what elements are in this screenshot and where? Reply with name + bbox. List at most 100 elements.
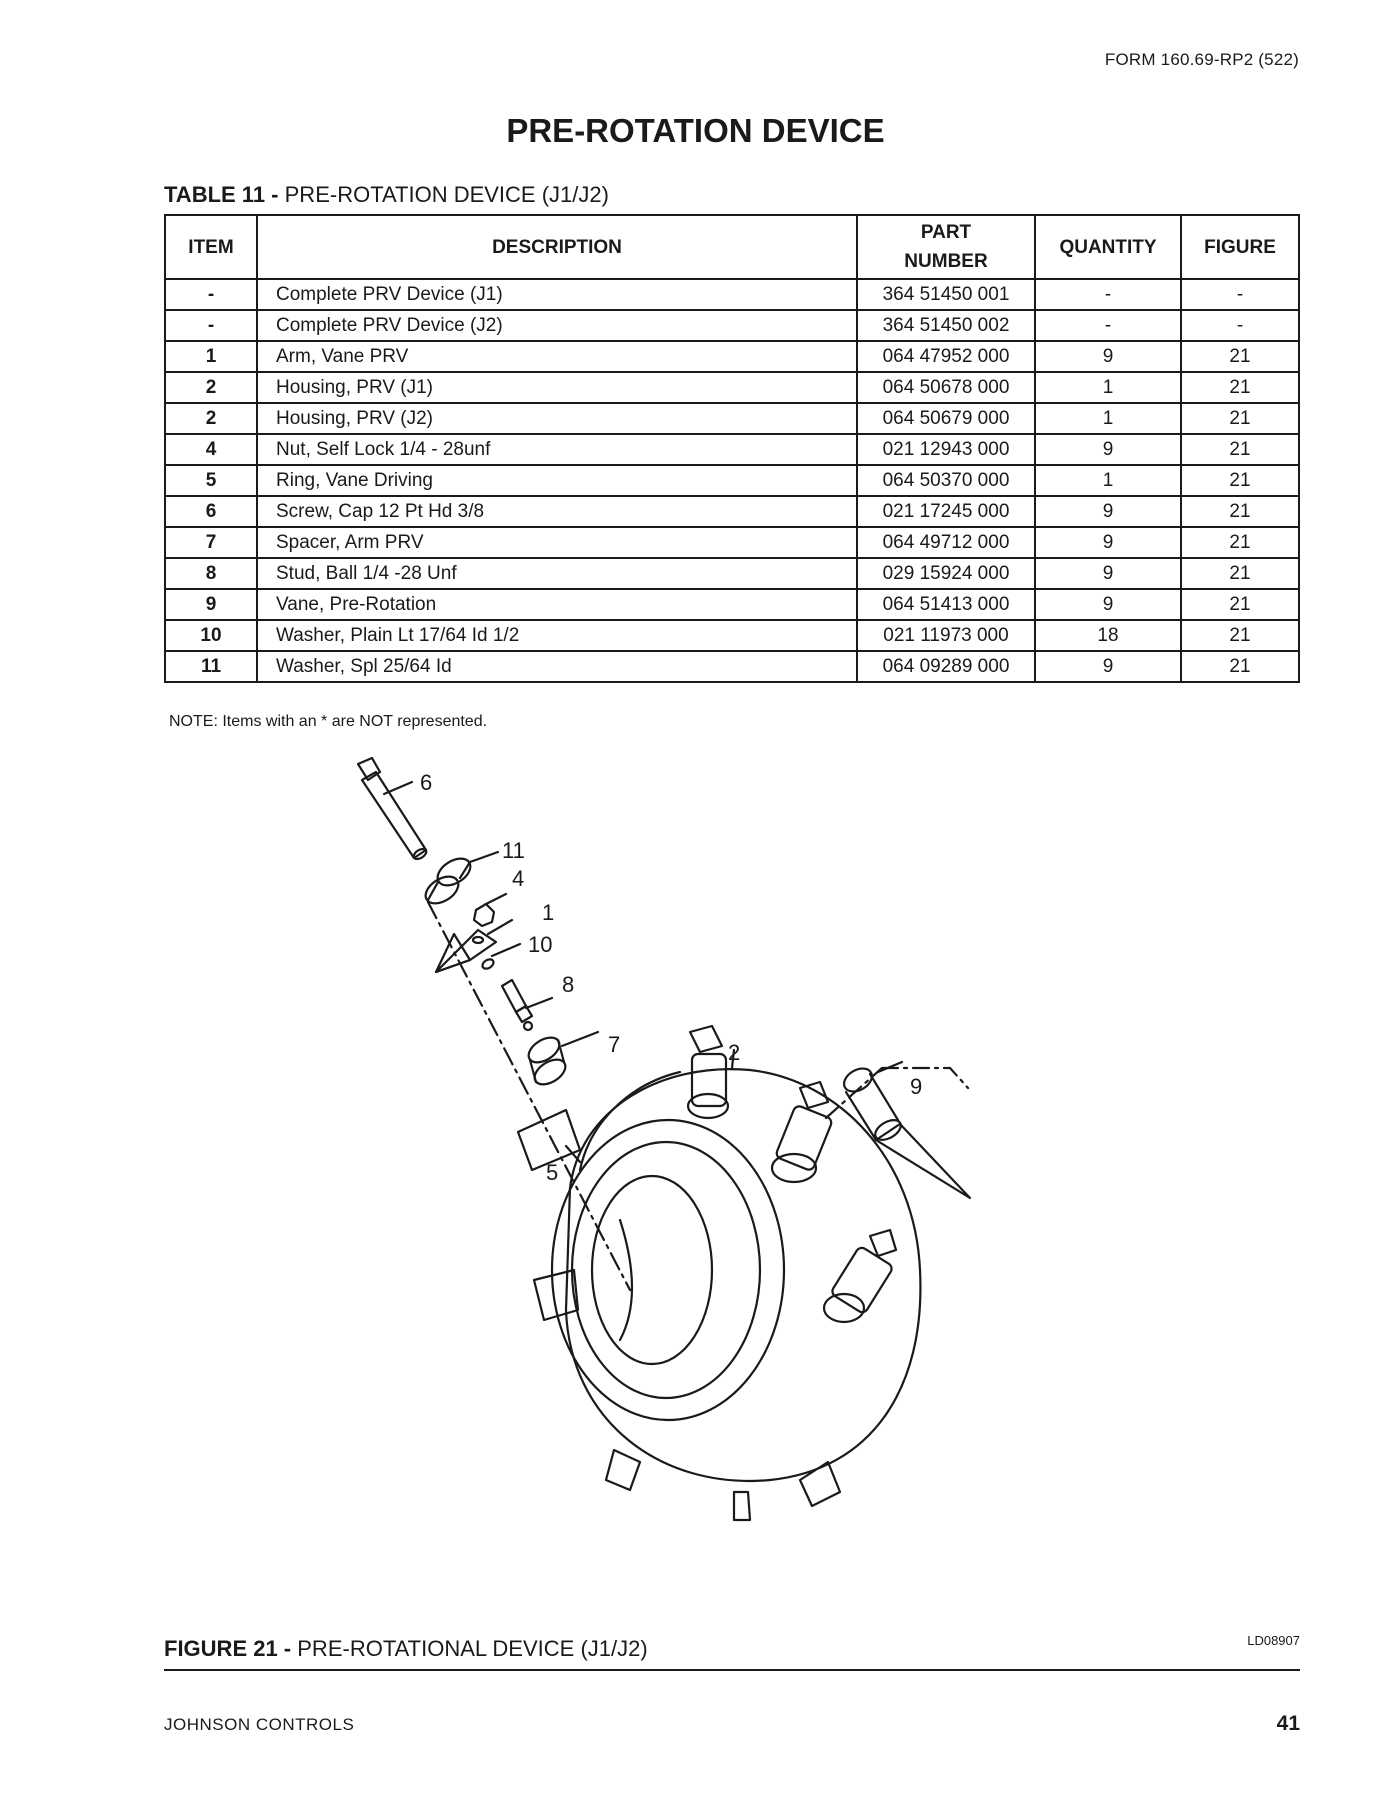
ball-stud-part: [500, 978, 534, 1032]
cell-quantity: 9: [1034, 588, 1182, 621]
cell-item: 5: [164, 464, 258, 497]
cell-description: Housing, PRV (J2): [256, 402, 858, 435]
callout-4: 4: [512, 866, 524, 891]
cell-figure: 21: [1180, 495, 1300, 528]
callout-9: 9: [910, 1074, 922, 1099]
cell-quantity: 9: [1034, 340, 1182, 373]
cell-part-number: 021 11973 000: [856, 619, 1036, 652]
cell-part-number: 029 15924 000: [856, 557, 1036, 590]
callout-7: 7: [608, 1032, 620, 1057]
exploded-view-drawing: 6 11 4 1 10 8 7 2 9 5: [356, 756, 972, 1522]
footer-divider: [164, 1669, 1300, 1671]
table-row: -Complete PRV Device (J1)364 51450 001--: [164, 278, 1300, 311]
parts-table-body: -Complete PRV Device (J1)364 51450 001--…: [164, 278, 1300, 683]
cell-item: 7: [164, 526, 258, 559]
form-number: FORM 160.69-RP2 (522): [1104, 50, 1299, 69]
cell-part-number: 064 50679 000: [856, 402, 1036, 435]
cell-figure: -: [1180, 309, 1300, 342]
column-header-figure: FIGURE: [1180, 214, 1300, 280]
cell-part-number: 064 51413 000: [856, 588, 1036, 621]
special-washer-part: [424, 857, 472, 905]
figure-code: LD08907: [1247, 1633, 1300, 1648]
cell-item: -: [164, 278, 258, 311]
cell-item: 4: [164, 433, 258, 466]
cell-part-number: 364 51450 001: [856, 278, 1036, 311]
page-number: 41: [1276, 1712, 1300, 1735]
cell-part-number: 064 50370 000: [856, 464, 1036, 497]
figure-caption: FIGURE 21 - PRE-ROTATIONAL DEVICE (J1/J2…: [164, 1636, 648, 1662]
cell-part-number: 021 17245 000: [856, 495, 1036, 528]
cell-item: 1: [164, 340, 258, 373]
vane-driving-ring-part: [578, 1070, 682, 1172]
plain-washer-part: [481, 958, 495, 970]
figure-caption-label: FIGURE 21 -: [164, 1636, 292, 1661]
table-note: NOTE: Items with an * are NOT represente…: [169, 713, 488, 730]
table-caption: TABLE 11 - PRE-ROTATION DEVICE (J1/J2): [164, 182, 609, 208]
callout-5: 5: [546, 1160, 558, 1185]
cell-quantity: -: [1034, 309, 1182, 342]
table-caption-text: PRE-ROTATION DEVICE (J1/J2): [278, 182, 609, 207]
cell-figure: 21: [1180, 433, 1300, 466]
callout-10: 10: [528, 932, 552, 957]
pre-rotation-vane-part: [842, 1067, 972, 1200]
cell-quantity: 9: [1034, 557, 1182, 590]
cell-part-number: 364 51450 002: [856, 309, 1036, 342]
cell-item: 2: [164, 371, 258, 404]
self-lock-nut-part: [472, 902, 496, 928]
cell-item: 2: [164, 402, 258, 435]
cell-description: Housing, PRV (J1): [256, 371, 858, 404]
cell-figure: 21: [1180, 371, 1300, 404]
cell-part-number: 021 12943 000: [856, 433, 1036, 466]
cell-figure: 21: [1180, 619, 1300, 652]
cell-figure: 21: [1180, 340, 1300, 373]
cell-description: Ring, Vane Driving: [256, 464, 858, 497]
callout-6: 6: [420, 770, 432, 795]
cell-description: Nut, Self Lock 1/4 - 28unf: [256, 433, 858, 466]
exploded-view-figure: 6 11 4 1 10 8 7 2 9 5: [330, 750, 1150, 1635]
cap-screw-part: [356, 756, 428, 861]
cell-description: Arm, Vane PRV: [256, 340, 858, 373]
callout-2: 2: [728, 1040, 740, 1065]
cell-description: Washer, Plain Lt 17/64 Id 1/2: [256, 619, 858, 652]
column-header-description: DESCRIPTION: [256, 214, 858, 280]
cell-item: 11: [164, 650, 258, 683]
cell-figure: 21: [1180, 526, 1300, 559]
cell-quantity: 9: [1034, 526, 1182, 559]
cell-figure: 21: [1180, 464, 1300, 497]
table-caption-label: TABLE 11 -: [164, 182, 279, 207]
cell-description: Spacer, Arm PRV: [256, 526, 858, 559]
cell-quantity: 1: [1034, 371, 1182, 404]
cell-quantity: 1: [1034, 464, 1182, 497]
assembly-axis-line: [426, 900, 632, 1292]
page-title: PRE-ROTATION DEVICE: [506, 112, 885, 149]
footer-company: JOHNSON CONTROLS: [164, 1715, 355, 1734]
column-header-quantity: QUANTITY: [1034, 214, 1182, 280]
figure-caption-text: PRE-ROTATIONAL DEVICE (J1/J2): [291, 1636, 648, 1661]
cell-item: 6: [164, 495, 258, 528]
cell-description: Vane, Pre-Rotation: [256, 588, 858, 621]
callout-8: 8: [562, 972, 574, 997]
arm-spacer-part: [527, 1036, 567, 1086]
cell-quantity: 9: [1034, 495, 1182, 528]
cell-item: 8: [164, 557, 258, 590]
cell-quantity: 9: [1034, 433, 1182, 466]
cell-description: Complete PRV Device (J1): [256, 278, 858, 311]
cell-figure: 21: [1180, 650, 1300, 683]
table-row: -Complete PRV Device (J2)364 51450 002--: [164, 309, 1300, 342]
callout-leaders: [382, 780, 904, 1164]
cell-part-number: 064 50678 000: [856, 371, 1036, 404]
cell-item: 10: [164, 619, 258, 652]
callout-11: 11: [502, 838, 525, 863]
cell-figure: 21: [1180, 588, 1300, 621]
cell-quantity: 18: [1034, 619, 1182, 652]
cell-quantity: -: [1034, 278, 1182, 311]
prv-housing-part: [516, 1024, 922, 1522]
cell-description: Stud, Ball 1/4 -28 Unf: [256, 557, 858, 590]
